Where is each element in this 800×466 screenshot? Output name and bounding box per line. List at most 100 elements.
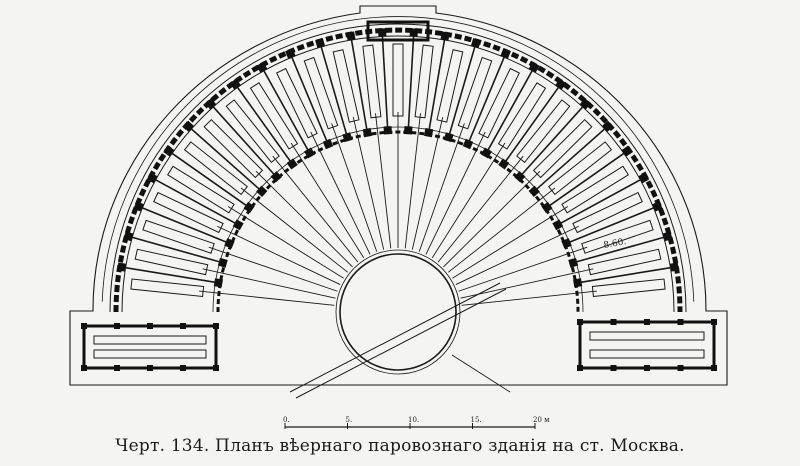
stall-pit [478,67,520,139]
wing-pier [610,365,617,371]
stall-partition [381,32,389,131]
stall-partition [234,83,293,165]
stall [225,78,298,170]
stall-pit [581,219,654,254]
stall-pit [436,49,464,123]
radial-track [375,113,392,249]
radial-track [202,268,336,299]
radial-track [443,170,541,268]
radial-track [455,225,579,285]
stall-pit [414,44,434,119]
stall-partition [566,205,658,245]
wing-pier [147,365,153,371]
stall-pit [457,56,493,130]
stall-partition [467,53,507,145]
stall [392,28,418,135]
stall [123,231,228,276]
radial-track [452,206,569,279]
radial-track [227,206,344,279]
scale-label: 10. [408,416,419,424]
wing-pit [93,349,207,359]
wing-pit [93,335,207,345]
radial-track [208,246,338,292]
stall-partition [447,42,477,138]
stall-pit [153,191,224,234]
radial-track [437,155,524,263]
stall-pit [142,219,215,254]
stall-partition [407,32,415,131]
outer-boundary [69,5,728,386]
stall-pit [183,141,249,196]
stall-pit [362,44,382,119]
stall [436,38,481,143]
wall-pier [232,219,244,231]
wing-pier [677,365,684,371]
right-wing [577,319,717,371]
stall-partition [261,66,311,154]
radial-track [431,142,506,259]
wall-pier [286,158,298,170]
stall [249,61,315,159]
scale-label: 20 м [533,416,550,424]
radial-track [240,187,349,273]
scale-bar: 0.5.10.15.20 м [283,416,550,429]
radial-track [199,290,335,306]
stall [497,78,567,170]
exit-track [451,354,511,393]
wing-pier [577,365,583,371]
stall [146,172,244,234]
stall-partition [121,266,219,284]
stall-partition [151,177,239,226]
stall-partition [577,266,675,284]
wall-pier [270,171,282,183]
radial-track [418,123,465,252]
wing-pier [711,365,717,371]
plot-outline [69,5,728,386]
stall-pit [332,49,360,123]
stall-partition [533,125,609,192]
stall-pit [249,82,299,150]
stall [182,120,268,197]
stall-pit [561,165,629,214]
wing-wall [82,324,218,370]
wing-pit [589,331,705,341]
turntable-bridge [295,288,507,399]
wall-pier [552,219,564,231]
wing-pier [610,319,617,325]
stall-partition [168,150,250,209]
radial-track [352,116,385,250]
stall-partition [427,35,446,133]
stall [573,248,679,288]
radial-track [460,268,594,299]
wing-wall [578,320,716,370]
stall-pit [167,165,235,214]
stall-pit [130,278,205,298]
turntable-rim [335,249,461,375]
wall-pier [498,158,510,170]
stall-partition [350,35,369,133]
stall-partition [138,205,230,245]
scale-label: 15. [471,416,482,424]
stall-pit [572,191,643,234]
wing-pit [589,349,705,359]
radial-track [425,131,486,255]
wing-pier [213,365,219,371]
turntable-bridge [289,282,501,393]
radial-track [447,187,556,273]
radial-track [461,290,597,306]
stall-partition [210,103,277,178]
radial-track [272,155,359,263]
stall [514,98,592,183]
stall-partition [557,177,645,226]
stall-pit [587,248,662,276]
stall [303,38,353,143]
radial-track [255,170,353,268]
wing-pier [180,365,186,371]
wing-pier [213,323,219,329]
stall-partition [485,66,535,154]
radial-track [310,131,371,255]
turntable [289,249,511,399]
radial-tracks [199,112,597,306]
stall-partition [573,235,668,264]
